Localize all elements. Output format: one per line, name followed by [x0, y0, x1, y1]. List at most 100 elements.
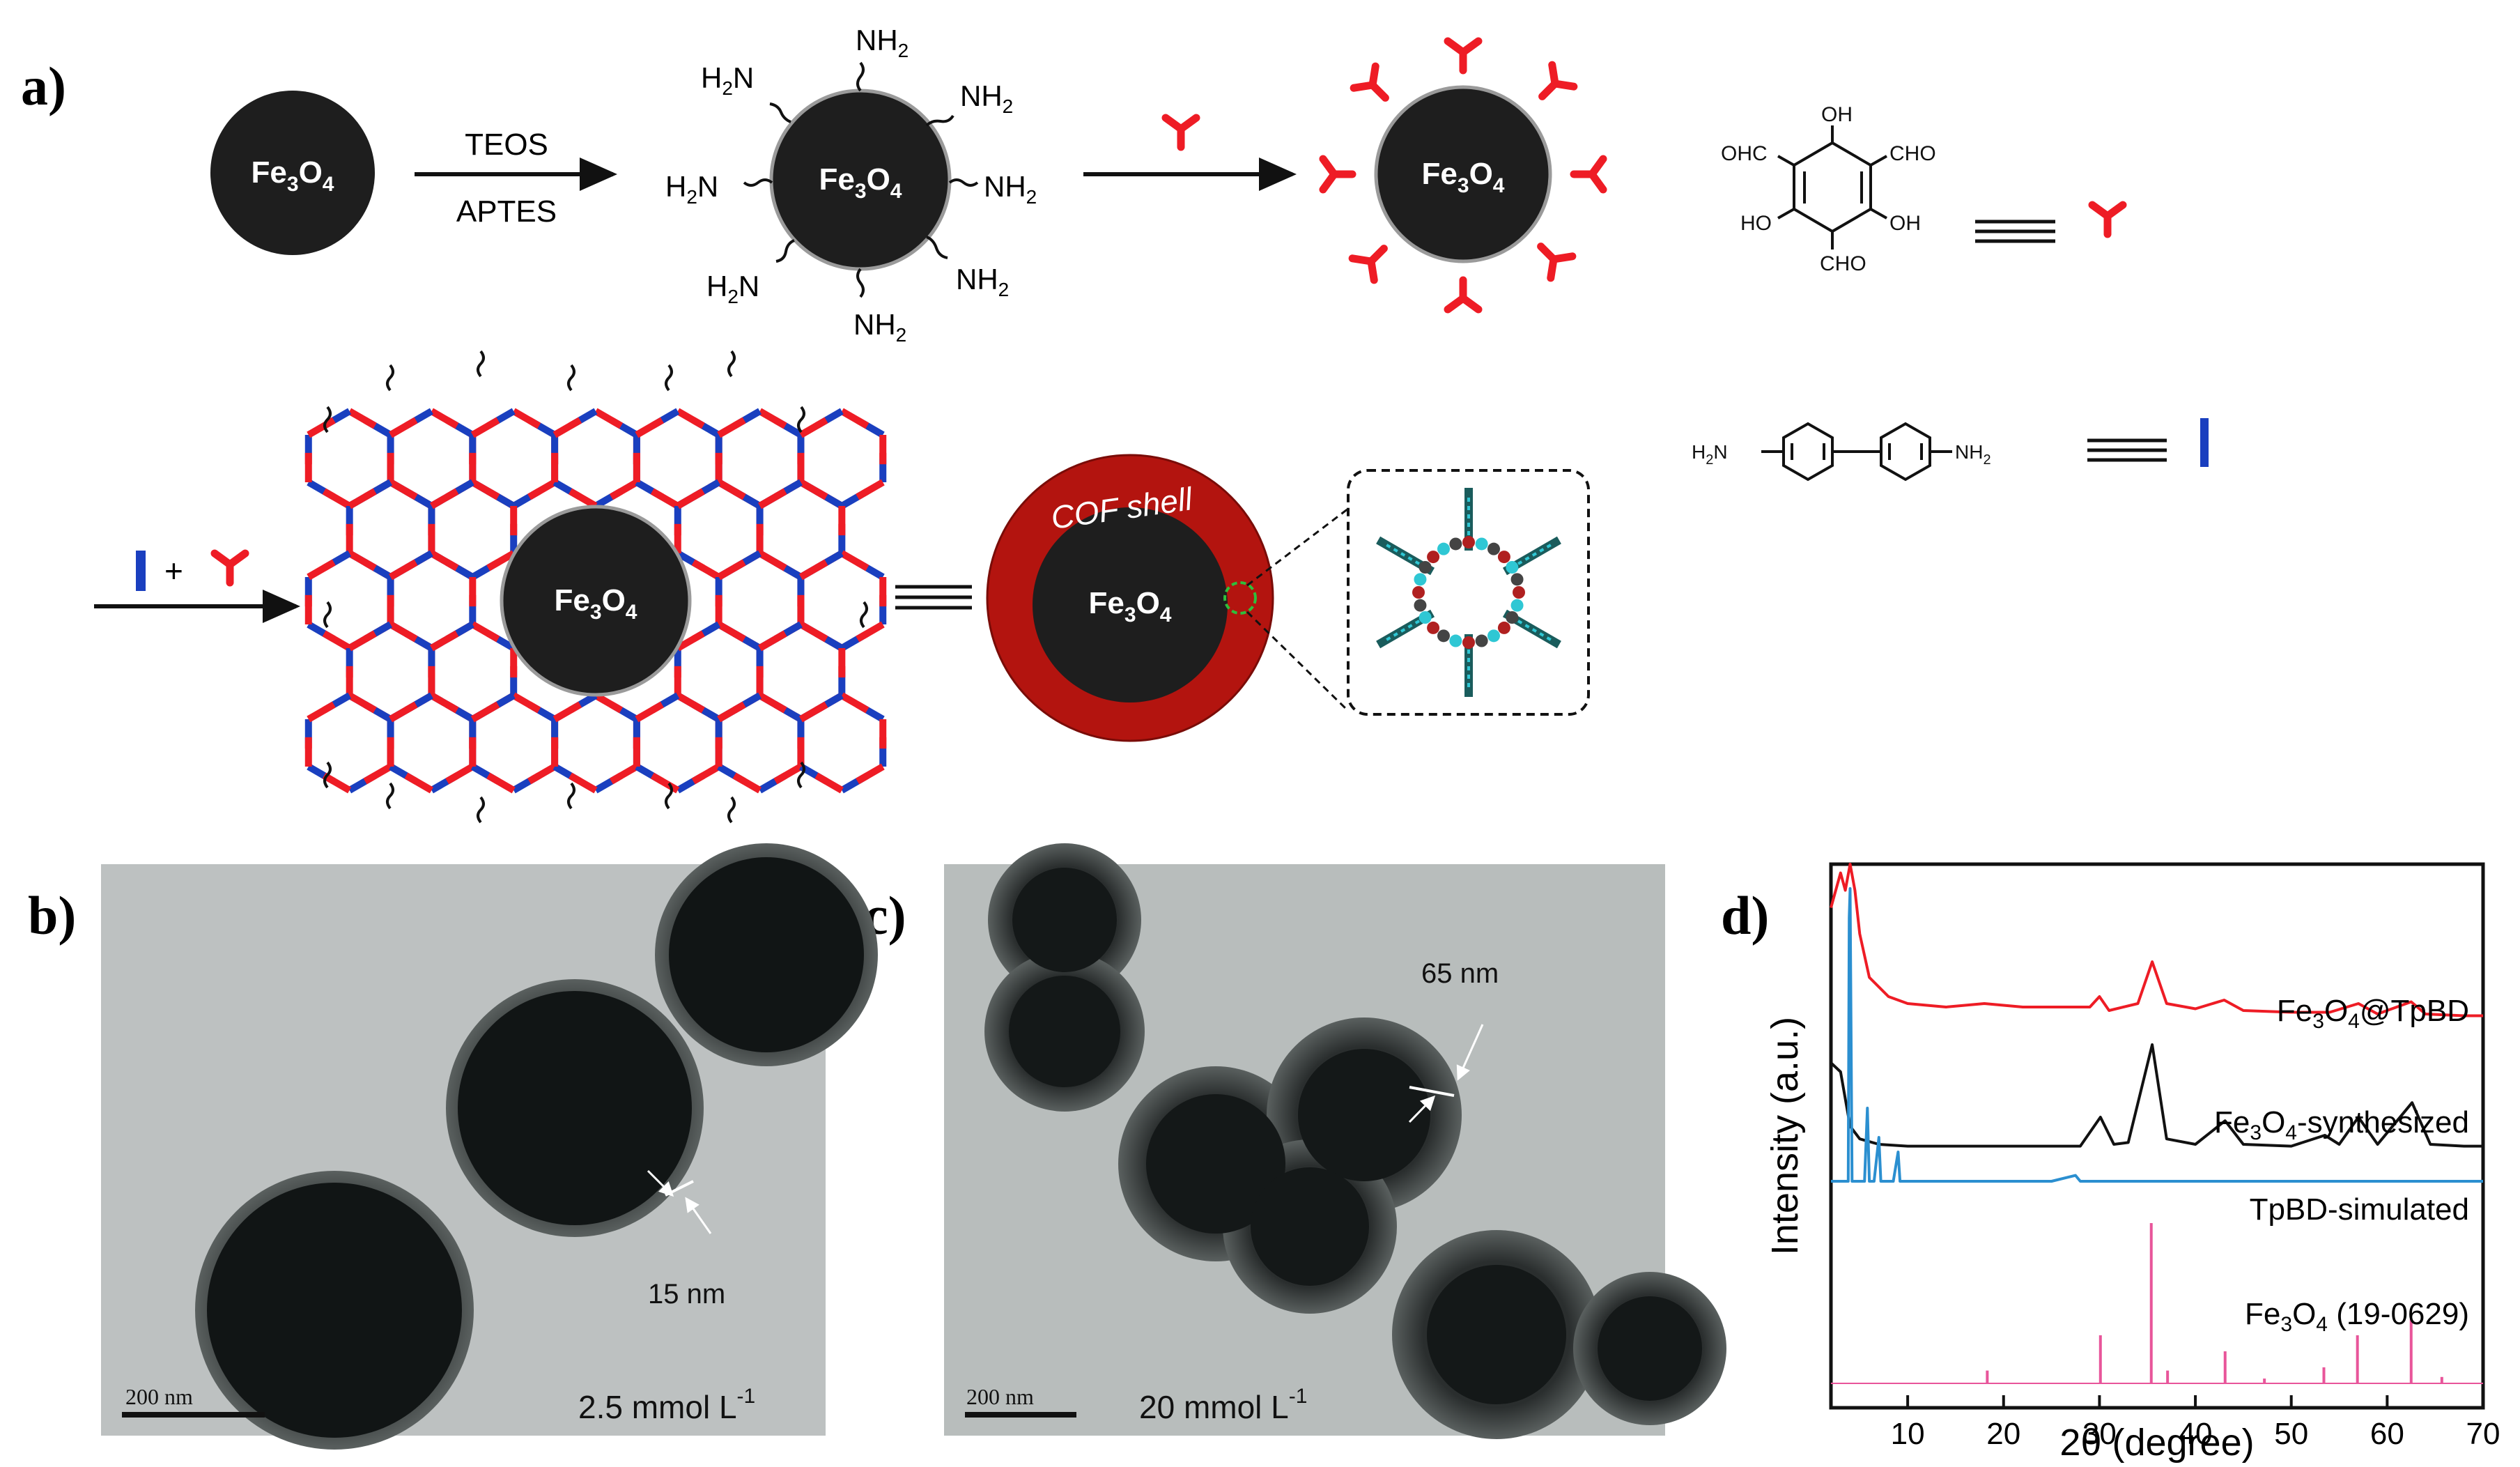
cof-bond-joint	[363, 559, 377, 571]
svg-text:H2N: H2N	[1692, 441, 1728, 468]
panel-label-a: a)	[21, 56, 66, 116]
cof-bond-joint	[568, 772, 582, 785]
svg-text:NH2: NH2	[984, 170, 1037, 208]
core-label-1: Fe3O4	[252, 155, 334, 196]
xrd-legend-label: Fe3O4-synthesized	[2214, 1105, 2469, 1144]
bd-icon-arrow	[136, 551, 146, 591]
panel-label-b: b)	[28, 885, 76, 946]
xrd-tick-label: 20	[1986, 1417, 2020, 1451]
cof-bond-joint	[486, 417, 500, 429]
cof-bond-joint	[486, 701, 500, 714]
pore-atom	[1449, 537, 1462, 551]
zoom-box	[1347, 469, 1590, 716]
cof-bond-joint	[609, 701, 624, 714]
cof-bond-joint	[404, 417, 418, 429]
xrd-series-line	[1830, 1043, 2483, 1148]
cof-bond-joint	[773, 417, 787, 429]
cof-bond-joint	[527, 417, 541, 429]
cof-bond-joint	[486, 559, 500, 571]
pore-atom	[1497, 551, 1510, 564]
svg-text:CHO: CHO	[1820, 252, 1866, 275]
cof-bond-joint	[650, 488, 664, 500]
bd-molecule	[1761, 422, 1952, 482]
cof-bond-joint	[568, 417, 582, 429]
cof-bond-joint	[609, 772, 624, 785]
cof-bond-joint	[691, 630, 705, 643]
cof-terminal-wiggle	[323, 601, 332, 629]
cof-bond-joint	[691, 488, 705, 500]
xrd-y-axis-label: Intensity (a.u.)	[1764, 1017, 1806, 1255]
bd-molecule-labels: H2N NH2	[1692, 441, 1991, 468]
xrd-legend-label: Fe3O4 (19-0629)	[2245, 1297, 2469, 1336]
cof-bond-joint	[773, 772, 787, 785]
arrow1-top-label: TEOS	[465, 128, 548, 162]
pore-atom	[1462, 536, 1475, 548]
pore-atom	[1462, 636, 1475, 649]
pore-atom	[1510, 573, 1524, 586]
svg-text:NH2: NH2	[960, 79, 1013, 117]
cof-bond-joint	[486, 772, 500, 785]
pore-atom	[1510, 599, 1524, 612]
svg-text:NH2: NH2	[956, 263, 1009, 300]
pore-atom	[1475, 634, 1488, 647]
cof-terminal-wiggle	[323, 761, 332, 789]
svg-text:NH2: NH2	[1955, 441, 1991, 468]
cof-bond-joint	[363, 630, 377, 643]
cof-terminal-wiggle	[797, 406, 805, 433]
cof-bond-joint	[856, 772, 869, 785]
cof-bond-joint	[773, 559, 787, 571]
pore-atom	[1487, 542, 1500, 555]
pore-atom	[1427, 621, 1440, 634]
cof-bond-joint	[445, 488, 459, 500]
svg-text:OH: OH	[1821, 103, 1853, 126]
xrd-tick-label: 60	[2370, 1417, 2404, 1451]
svg-text:H2N: H2N	[665, 170, 718, 208]
cof-terminal-wiggle	[386, 364, 394, 392]
cof-bond-joint	[691, 559, 705, 571]
pore-atom	[1449, 634, 1462, 647]
cof-bond-joint	[814, 559, 828, 571]
svg-text:Fe3O4: Fe3O4	[1089, 586, 1172, 627]
svg-text:Fe3O4: Fe3O4	[819, 162, 902, 203]
cof-bond-joint	[445, 630, 459, 643]
tem-b-concentration: 2.5 mmol L-1	[578, 1385, 755, 1425]
cof-bond-joint	[445, 559, 459, 571]
equiv-2	[2087, 438, 2167, 462]
xrd-tick-label: 70	[2466, 1417, 2500, 1451]
xrd-series-line	[1830, 863, 2483, 1017]
cof-bond-joint	[691, 701, 705, 714]
cof-bond-joint	[322, 488, 336, 500]
cof-terminal-wiggle	[323, 406, 332, 433]
pore-atom	[1437, 629, 1450, 643]
panel-label-d: d)	[1721, 885, 1769, 946]
tp-core: Fe3O4	[1323, 41, 1603, 309]
pore-atom	[1414, 599, 1427, 612]
xrd-series-line	[1831, 887, 2483, 1183]
xrd-x-axis-label: 2θ (degree)	[2059, 1422, 2254, 1464]
cof-bond-joint	[404, 701, 418, 714]
tp-molecule-labels: OH CHO OH CHO HO OHC	[1721, 103, 1936, 275]
cof-bond-joint	[650, 701, 664, 714]
cof-bond-joint	[445, 772, 459, 785]
pore-atom	[1506, 611, 1519, 624]
pore-atom	[1437, 542, 1450, 555]
pore-atom	[1513, 586, 1525, 599]
cof-bond-joint	[609, 488, 624, 500]
zoom-line-top	[1246, 507, 1349, 587]
pore-atom	[1427, 551, 1440, 564]
cof-bond-joint	[404, 488, 418, 500]
cof-bond-joint	[856, 701, 869, 714]
pore-atom	[1419, 561, 1432, 574]
cof-bond-joint	[814, 488, 828, 500]
tem-c-concentration: 20 mmol L-1	[1139, 1385, 1307, 1425]
cof-bond-joint	[404, 630, 418, 643]
tem-c-thickness: 65 nm	[1421, 958, 1499, 989]
cof-pore-structure	[1376, 488, 1561, 697]
svg-text:NH2: NH2	[853, 308, 906, 346]
arrow1-bottom-label: APTES	[456, 194, 557, 229]
zoom-circle	[1223, 581, 1257, 615]
cof-bond-joint	[814, 630, 828, 643]
cof-bond-joint	[773, 488, 787, 500]
cof-bond-joint	[322, 630, 336, 643]
cof-terminal-wiggle	[567, 782, 575, 810]
